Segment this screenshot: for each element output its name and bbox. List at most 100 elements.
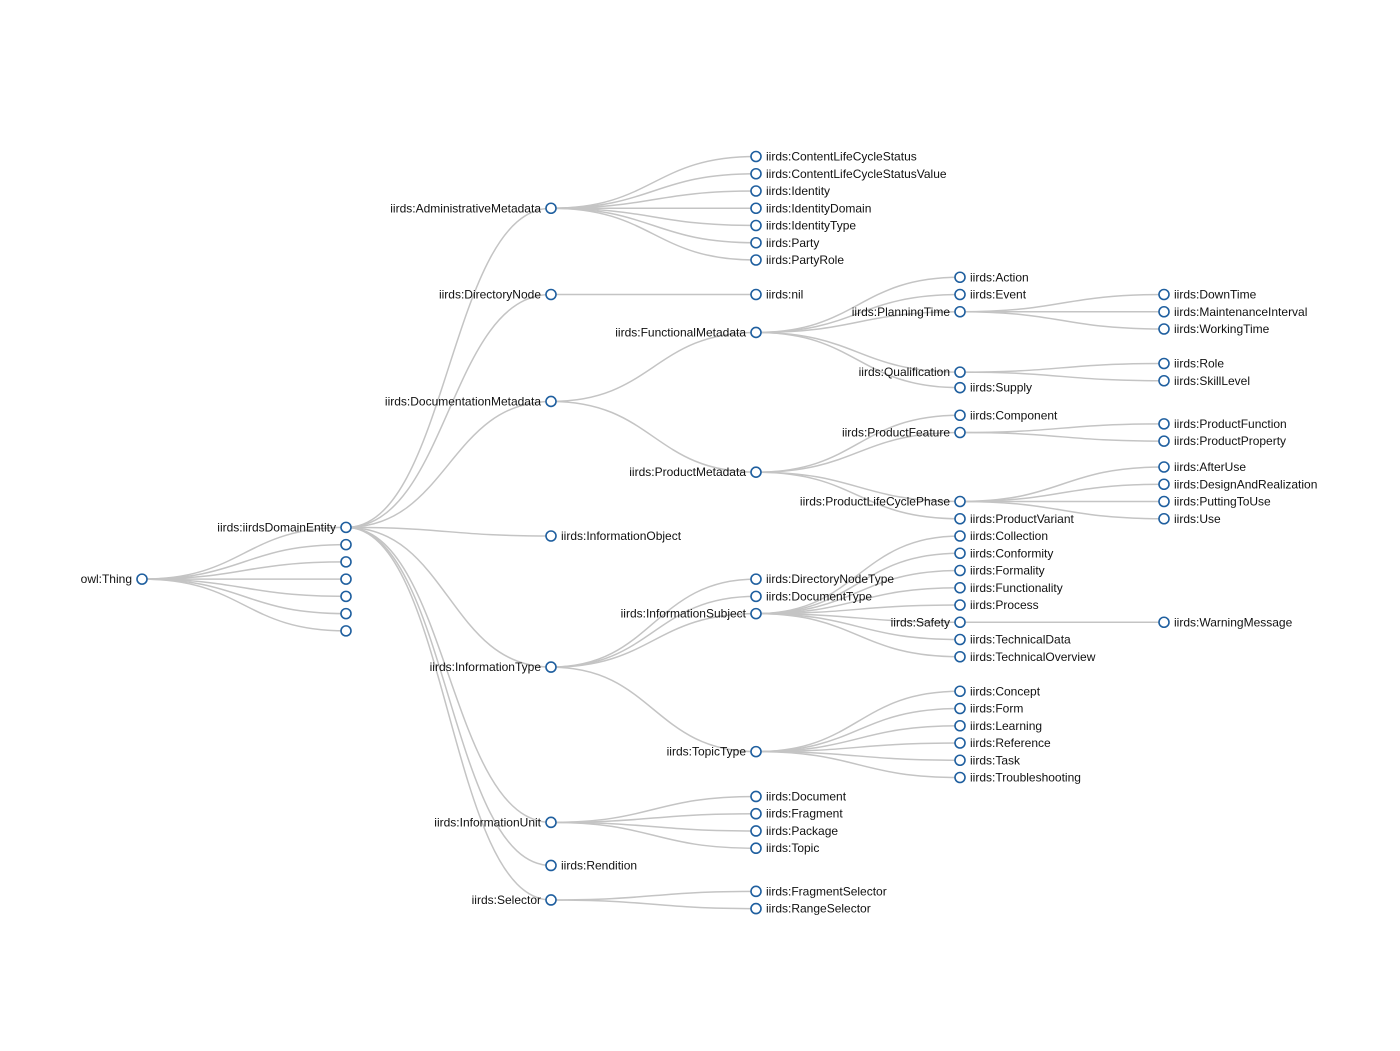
node-circle[interactable] xyxy=(1158,418,1170,430)
node-circle[interactable] xyxy=(1158,323,1170,335)
tree-node-iirds-informationunit[interactable]: iirds:InformationUnit xyxy=(434,815,557,829)
tree-node-iirds-supply[interactable]: iirds:Supply xyxy=(954,381,1032,395)
node-circle[interactable] xyxy=(750,607,762,620)
tree-node-iirds-safety[interactable]: iirds:Safety xyxy=(891,615,966,629)
node-circle[interactable] xyxy=(545,859,557,872)
node-circle[interactable] xyxy=(750,885,762,898)
tree-node-iirds-troubleshooting[interactable]: iirds:Troubleshooting xyxy=(954,771,1081,785)
tree-node-iirds-informationobject[interactable]: iirds:InformationObject xyxy=(545,529,682,543)
node-circle[interactable] xyxy=(750,807,762,820)
node-circle[interactable] xyxy=(954,547,966,560)
node-circle[interactable] xyxy=(340,521,352,534)
node-circle[interactable] xyxy=(750,254,762,266)
node-circle[interactable] xyxy=(340,556,352,568)
tree-node-iirds-identity[interactable]: iirds:Identity xyxy=(750,184,830,198)
tree-node-iirds-iirdsdomainentity[interactable]: iirds:iirdsDomainEntity xyxy=(217,520,352,534)
node-circle[interactable] xyxy=(750,590,762,603)
tree-node-iirds-component[interactable]: iirds:Component xyxy=(954,408,1058,422)
tree-node-iirds-administrativemetadata[interactable]: iirds:AdministrativeMetadata xyxy=(390,201,557,215)
tree-node-iirds-collection[interactable]: iirds:Collection xyxy=(954,529,1048,543)
node-circle[interactable] xyxy=(750,790,762,803)
tree-node-iirds-afteruse[interactable]: iirds:AfterUse xyxy=(1158,460,1246,474)
node-circle[interactable] xyxy=(545,816,557,829)
node-circle[interactable] xyxy=(954,426,966,439)
tree-node-iirds-technicaloverview[interactable]: iirds:TechnicalOverview xyxy=(954,650,1096,664)
node-circle[interactable] xyxy=(545,202,557,215)
tree-node-iirds-qualification[interactable]: iirds:Qualification xyxy=(859,365,966,379)
node-circle[interactable] xyxy=(136,573,148,585)
node-circle[interactable] xyxy=(954,409,966,422)
tree-node-iirds-productproperty[interactable]: iirds:ProductProperty xyxy=(1158,434,1286,448)
node-circle[interactable] xyxy=(954,288,966,301)
tree-node-iirds-maintenanceinterval[interactable]: iirds:MaintenanceInterval xyxy=(1158,305,1307,319)
node-circle[interactable] xyxy=(954,771,966,784)
node-circle[interactable] xyxy=(954,650,966,663)
node-circle[interactable] xyxy=(1158,478,1170,491)
node-circle[interactable] xyxy=(545,530,557,542)
tree-node-iirds-fragmentselector[interactable]: iirds:FragmentSelector xyxy=(750,884,887,898)
node-circle[interactable] xyxy=(750,466,762,478)
tree-node-iirds-productmetadata[interactable]: iirds:ProductMetadata xyxy=(629,465,762,479)
node-circle[interactable] xyxy=(954,719,966,732)
tree-node-iirds-process[interactable]: iirds:Process xyxy=(954,598,1039,612)
node-circle[interactable] xyxy=(340,625,352,637)
node-circle[interactable] xyxy=(954,305,966,318)
node-circle[interactable] xyxy=(954,702,966,715)
tree-node-iirds-nil[interactable]: iirds:nil xyxy=(750,288,803,302)
tree-node-iirds-informationsubject[interactable]: iirds:InformationSubject xyxy=(621,607,762,621)
node-circle[interactable] xyxy=(750,902,762,915)
tree-node-iirds-form[interactable]: iirds:Form xyxy=(954,702,1023,716)
tree-node-iirds-functionality[interactable]: iirds:Functionality xyxy=(954,581,1063,595)
node-circle[interactable] xyxy=(1158,305,1170,318)
node-circle[interactable] xyxy=(954,530,966,542)
tree-node-iirds-puttingtouse[interactable]: iirds:PuttingToUse xyxy=(1158,495,1271,509)
tree-node-iirds-productfeature[interactable]: iirds:ProductFeature xyxy=(842,426,966,440)
tree-node-iirds-contentlifecyclestatusvalue[interactable]: iirds:ContentLifeCycleStatusValue xyxy=(750,167,947,181)
node-circle[interactable] xyxy=(340,590,352,603)
node-circle[interactable] xyxy=(1158,435,1170,447)
tree-node-iirds-reference[interactable]: iirds:Reference xyxy=(954,736,1051,750)
node-circle[interactable] xyxy=(954,685,966,698)
node-circle[interactable] xyxy=(1158,512,1170,525)
node-circle[interactable] xyxy=(340,607,352,620)
tree-node-stub[interactable] xyxy=(340,573,352,585)
tree-node-stub[interactable] xyxy=(340,607,352,620)
node-circle[interactable] xyxy=(954,616,966,629)
node-circle[interactable] xyxy=(1158,374,1170,387)
node-circle[interactable] xyxy=(954,495,966,508)
node-circle[interactable] xyxy=(1158,357,1170,370)
node-circle[interactable] xyxy=(1158,288,1170,301)
tree-node-iirds-selector[interactable]: iirds:Selector xyxy=(472,893,557,907)
node-circle[interactable] xyxy=(954,381,966,394)
node-circle[interactable] xyxy=(954,581,966,594)
tree-node-iirds-rangeselector[interactable]: iirds:RangeSelector xyxy=(750,902,871,916)
tree-node-iirds-partyrole[interactable]: iirds:PartyRole xyxy=(750,253,844,267)
node-circle[interactable] xyxy=(750,219,762,232)
tree-node-iirds-contentlifecyclestatus[interactable]: iirds:ContentLifeCycleStatus xyxy=(750,150,917,164)
tree-node-stub[interactable] xyxy=(340,538,352,551)
tree-node-stub[interactable] xyxy=(340,556,352,568)
tree-node-iirds-use[interactable]: iirds:Use xyxy=(1158,512,1221,526)
tree-node-iirds-action[interactable]: iirds:Action xyxy=(954,270,1029,284)
tree-node-iirds-functionalmetadata[interactable]: iirds:FunctionalMetadata xyxy=(615,325,762,339)
tree-node-iirds-technicaldata[interactable]: iirds:TechnicalData xyxy=(954,633,1071,647)
tree-node-iirds-topictype[interactable]: iirds:TopicType xyxy=(667,745,762,759)
node-circle[interactable] xyxy=(750,288,762,301)
tree-node-iirds-topic[interactable]: iirds:Topic xyxy=(750,841,819,855)
tree-node-iirds-package[interactable]: iirds:Package xyxy=(750,824,838,838)
tree-node-iirds-party[interactable]: iirds:Party xyxy=(750,236,819,250)
tree-node-iirds-concept[interactable]: iirds:Concept xyxy=(954,684,1041,698)
tree-node-iirds-informationtype[interactable]: iirds:InformationType xyxy=(430,660,557,674)
node-circle[interactable] xyxy=(750,745,762,758)
node-circle[interactable] xyxy=(954,564,966,577)
tree-node-iirds-fragment[interactable]: iirds:Fragment xyxy=(750,807,843,821)
node-circle[interactable] xyxy=(545,288,557,301)
tree-node-iirds-identitytype[interactable]: iirds:IdentityType xyxy=(750,219,856,233)
tree-node-iirds-rendition[interactable]: iirds:Rendition xyxy=(545,858,637,872)
node-circle[interactable] xyxy=(750,202,762,215)
tree-node-iirds-productlifecyclephase[interactable]: iirds:ProductLifeCyclePhase xyxy=(800,495,966,509)
tree-node-stub[interactable] xyxy=(340,625,352,637)
node-circle[interactable] xyxy=(750,236,762,249)
node-circle[interactable] xyxy=(954,366,966,378)
tree-node-iirds-designandrealization[interactable]: iirds:DesignAndRealization xyxy=(1158,477,1317,491)
